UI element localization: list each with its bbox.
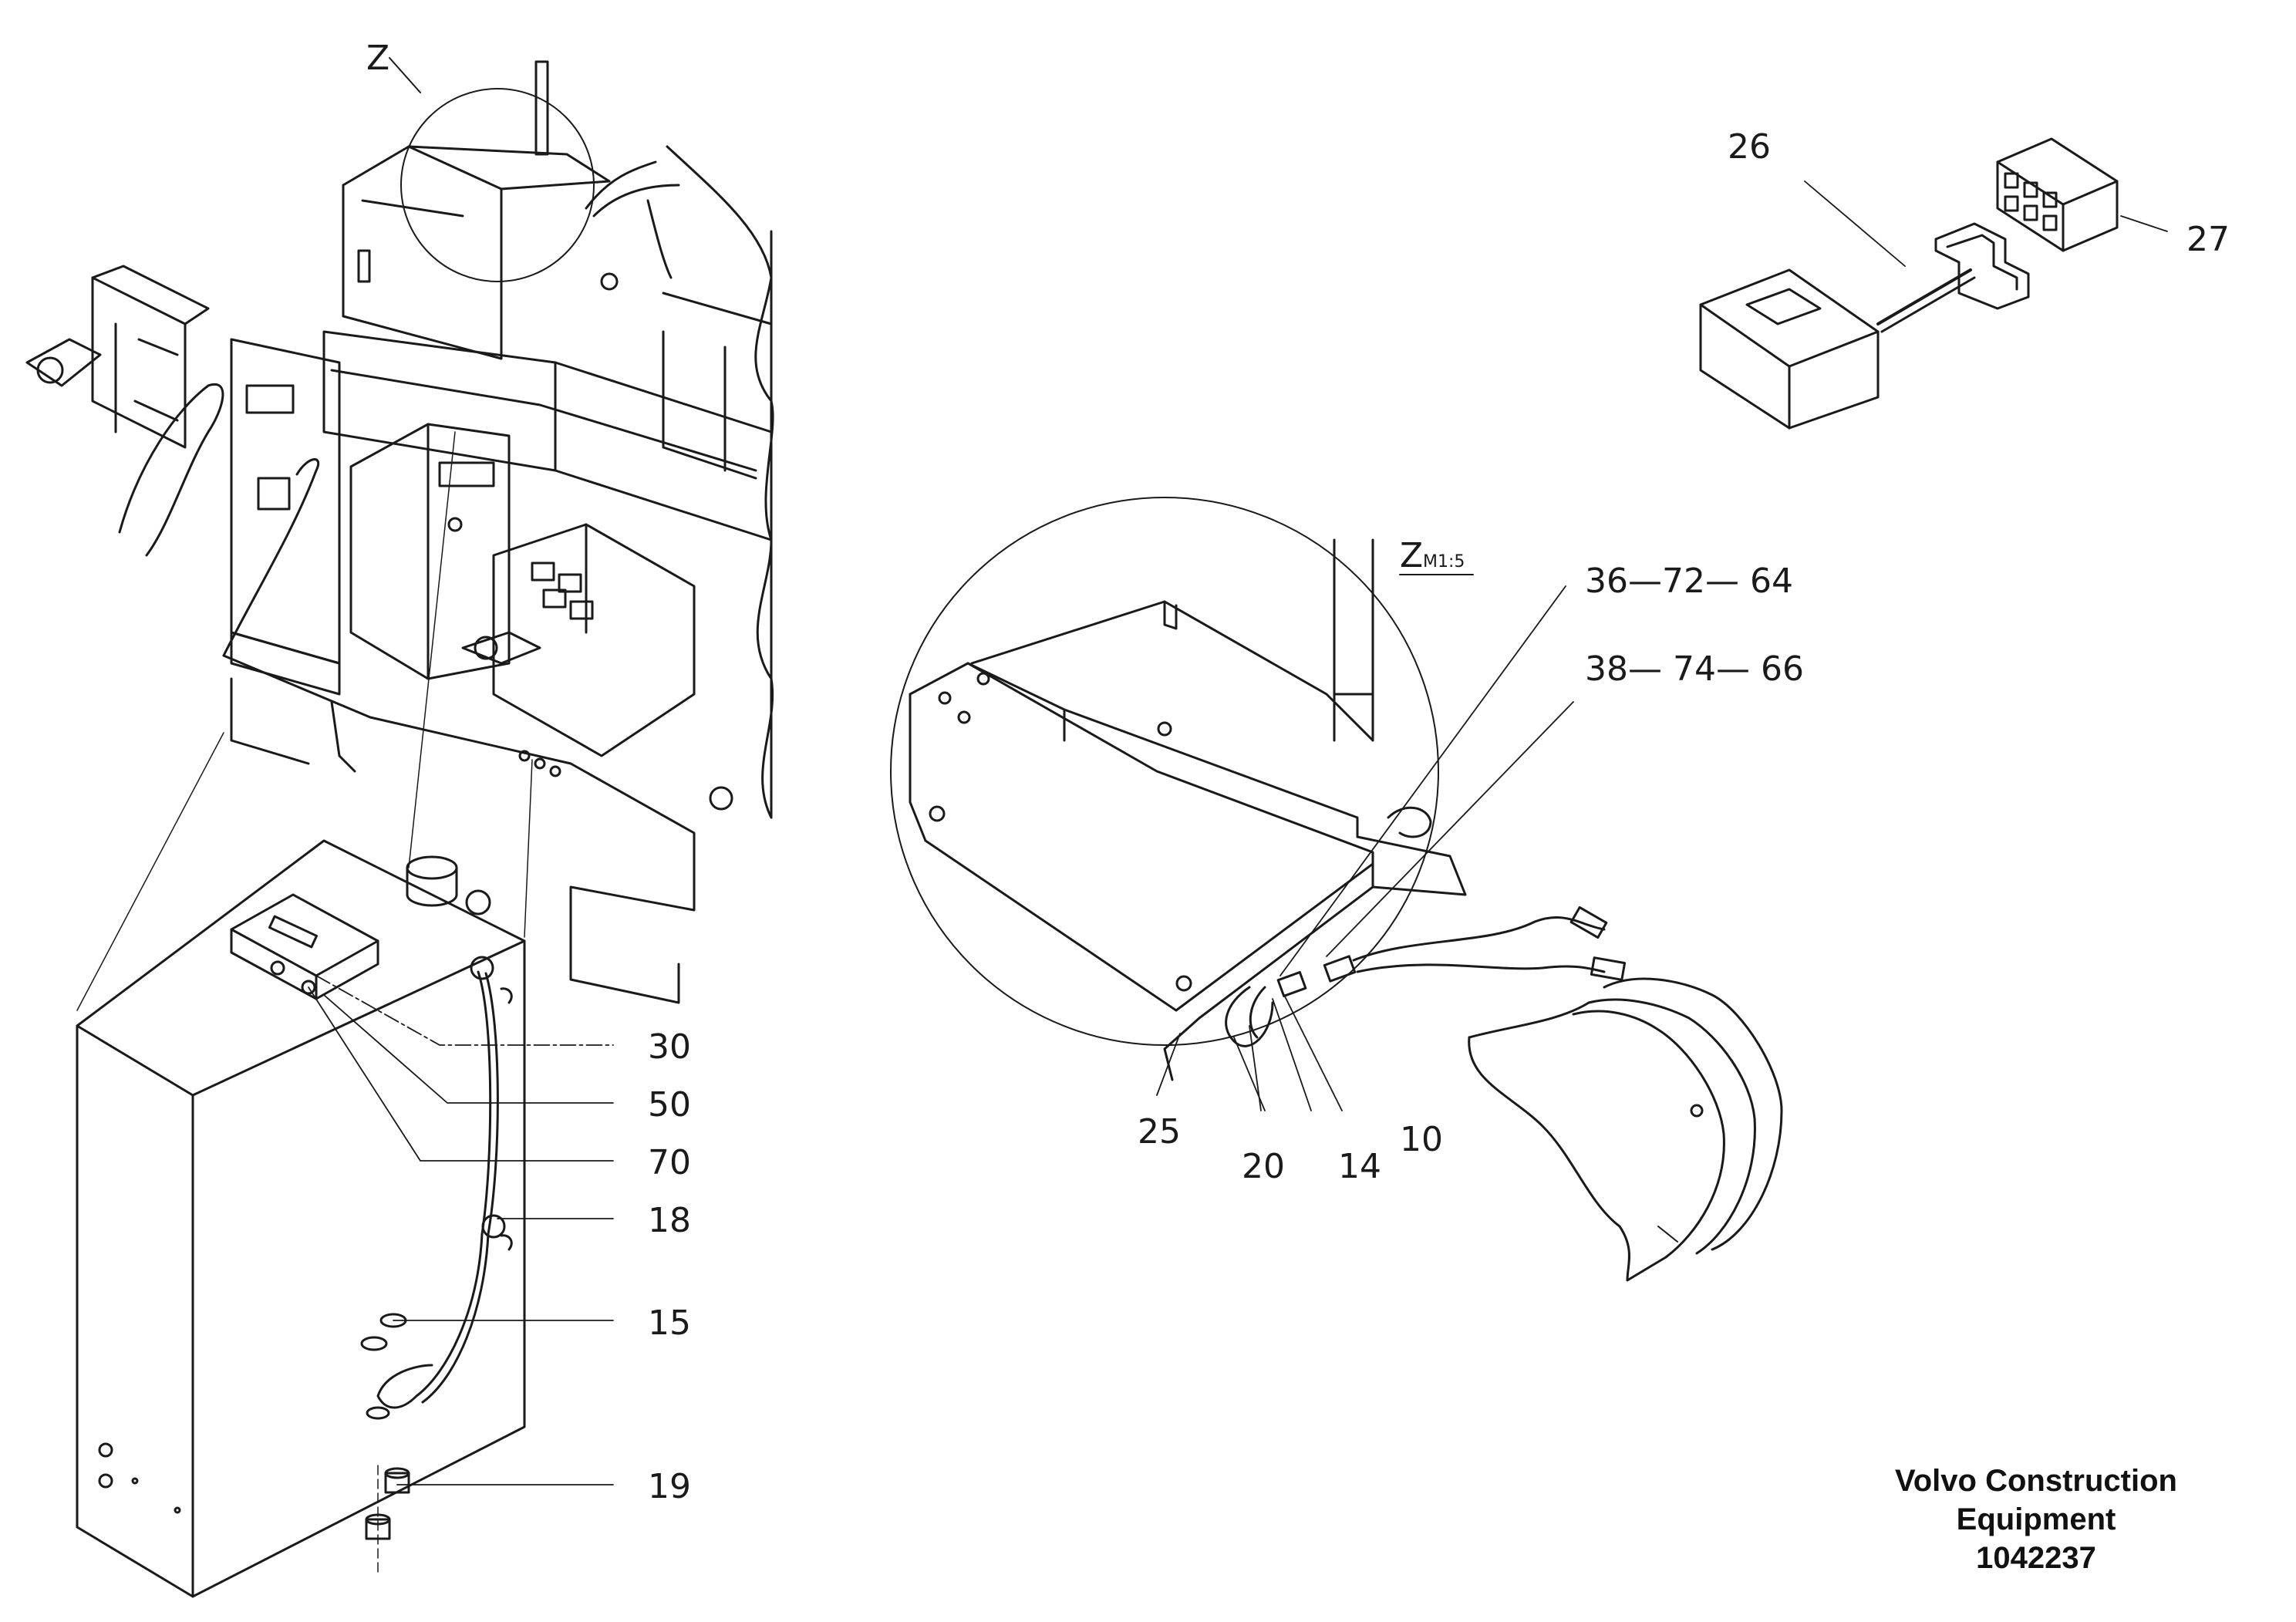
callout-19: 19 — [648, 1467, 691, 1506]
callout-36-72-64: 36—72— 64 — [1585, 561, 1793, 601]
callout-10: 10 — [1400, 1120, 1443, 1159]
detail-view-letter: Z — [1400, 536, 1423, 575]
caption-line-1: Volvo Construction — [1895, 1464, 2177, 1498]
callout-20: 20 — [1242, 1147, 1285, 1186]
battery-box-drawing — [76, 839, 526, 1598]
callout-25: 25 — [1138, 1112, 1181, 1152]
pipe-section-drawing — [1468, 977, 1783, 1282]
caption-part-number: 1042237 — [1976, 1541, 2096, 1575]
callout-15: 15 — [648, 1303, 691, 1343]
callout-50: 50 — [648, 1085, 691, 1125]
callout-26: 26 — [1728, 127, 1771, 167]
frame-assembly-drawing — [25, 60, 774, 1004]
leader-lines-left — [308, 975, 614, 1485]
callout-14: 14 — [1338, 1147, 1381, 1186]
detail-view-scale: M1:5 — [1423, 552, 1465, 572]
control-unit-drawing — [1699, 137, 2168, 430]
callout-70: 70 — [648, 1143, 691, 1182]
callout-27: 27 — [2186, 220, 2230, 259]
callout-38-74-66: 38— 74— 66 — [1585, 649, 1804, 689]
caption-line-2: Equipment — [1956, 1502, 2116, 1536]
callout-30: 30 — [648, 1027, 691, 1067]
detail-circle-z — [400, 88, 595, 282]
callout-18: 18 — [648, 1201, 691, 1240]
detail-marker-label: Z — [366, 39, 389, 78]
detail-view-z — [890, 497, 1627, 1111]
manufacturer-caption: Volvo Construction Equipment 1042237 — [1836, 1462, 2237, 1577]
